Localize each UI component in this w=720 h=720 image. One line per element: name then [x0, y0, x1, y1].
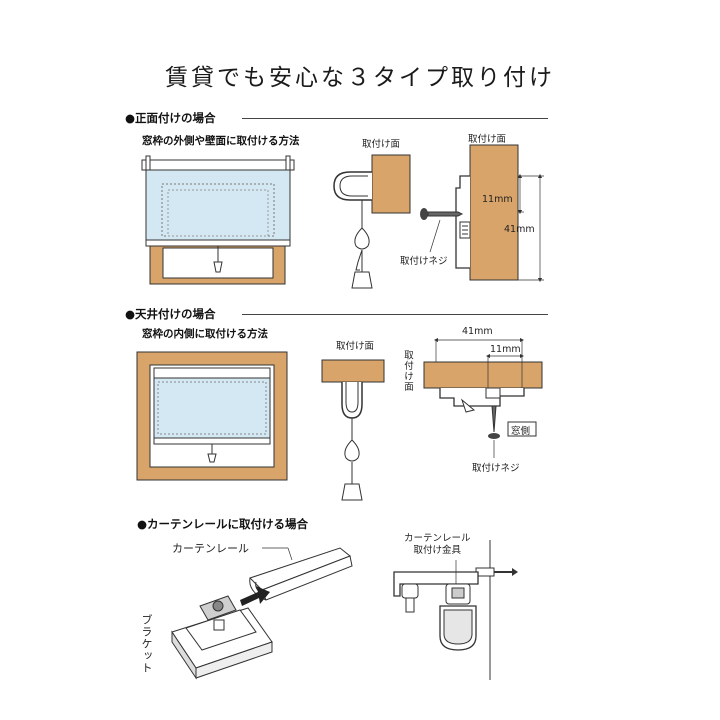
ceiling-mount-section-diagram	[423, 337, 543, 458]
label-mounting-screw: 取付けネジ	[400, 256, 448, 267]
curtain-rail-fitting-diagram	[393, 540, 518, 680]
page-title: 賃貸でも安心な３タイプ取り付け	[165, 65, 555, 91]
label-mount-surface: 取付け面	[336, 341, 375, 352]
section-divider	[242, 118, 548, 119]
section-ceiling-mount-heading: ●天井付けの場合	[125, 307, 216, 321]
section-curtain-rail-heading: ●カーテンレールに取付ける場合	[137, 517, 309, 531]
label-mount-surface: 取付け面	[362, 139, 401, 150]
curtain-rail-diagram	[171, 547, 353, 680]
front-mount-bracket-diagram	[333, 154, 411, 289]
label-dimension-11mm: 11mm	[482, 194, 513, 205]
front-mount-section-diagram	[420, 144, 544, 283]
label-mounting-screw: 取付けネジ	[472, 463, 520, 474]
label-bracket: ブラケット	[140, 614, 153, 674]
label-mount-surface-vertical: 取付け面	[402, 350, 413, 392]
section-ceiling-mount-subheading: 窓枠の内側に取付ける方法	[142, 328, 268, 340]
label-curtain-rail-fitting: カーテンレール 取付け金具	[404, 533, 471, 556]
label-dimension-41mm: 41mm	[462, 326, 493, 337]
section-divider	[242, 314, 548, 315]
ceiling-mount-window-diagram	[136, 351, 288, 481]
label-window-side: 窓側	[511, 426, 531, 437]
label-curtain-rail: カーテンレール	[172, 542, 249, 555]
front-mount-window-diagram	[141, 155, 295, 285]
section-front-mount-heading: ●正面付けの場合	[125, 111, 216, 125]
label-mount-surface: 取付け面	[468, 134, 507, 145]
section-front-mount-subheading: 窓枠の外側や壁面に取付ける方法	[142, 135, 300, 147]
label-dimension-11mm: 11mm	[490, 344, 521, 355]
ceiling-mount-bracket-diagram	[321, 359, 385, 501]
label-dimension-41mm: 41mm	[504, 224, 535, 235]
